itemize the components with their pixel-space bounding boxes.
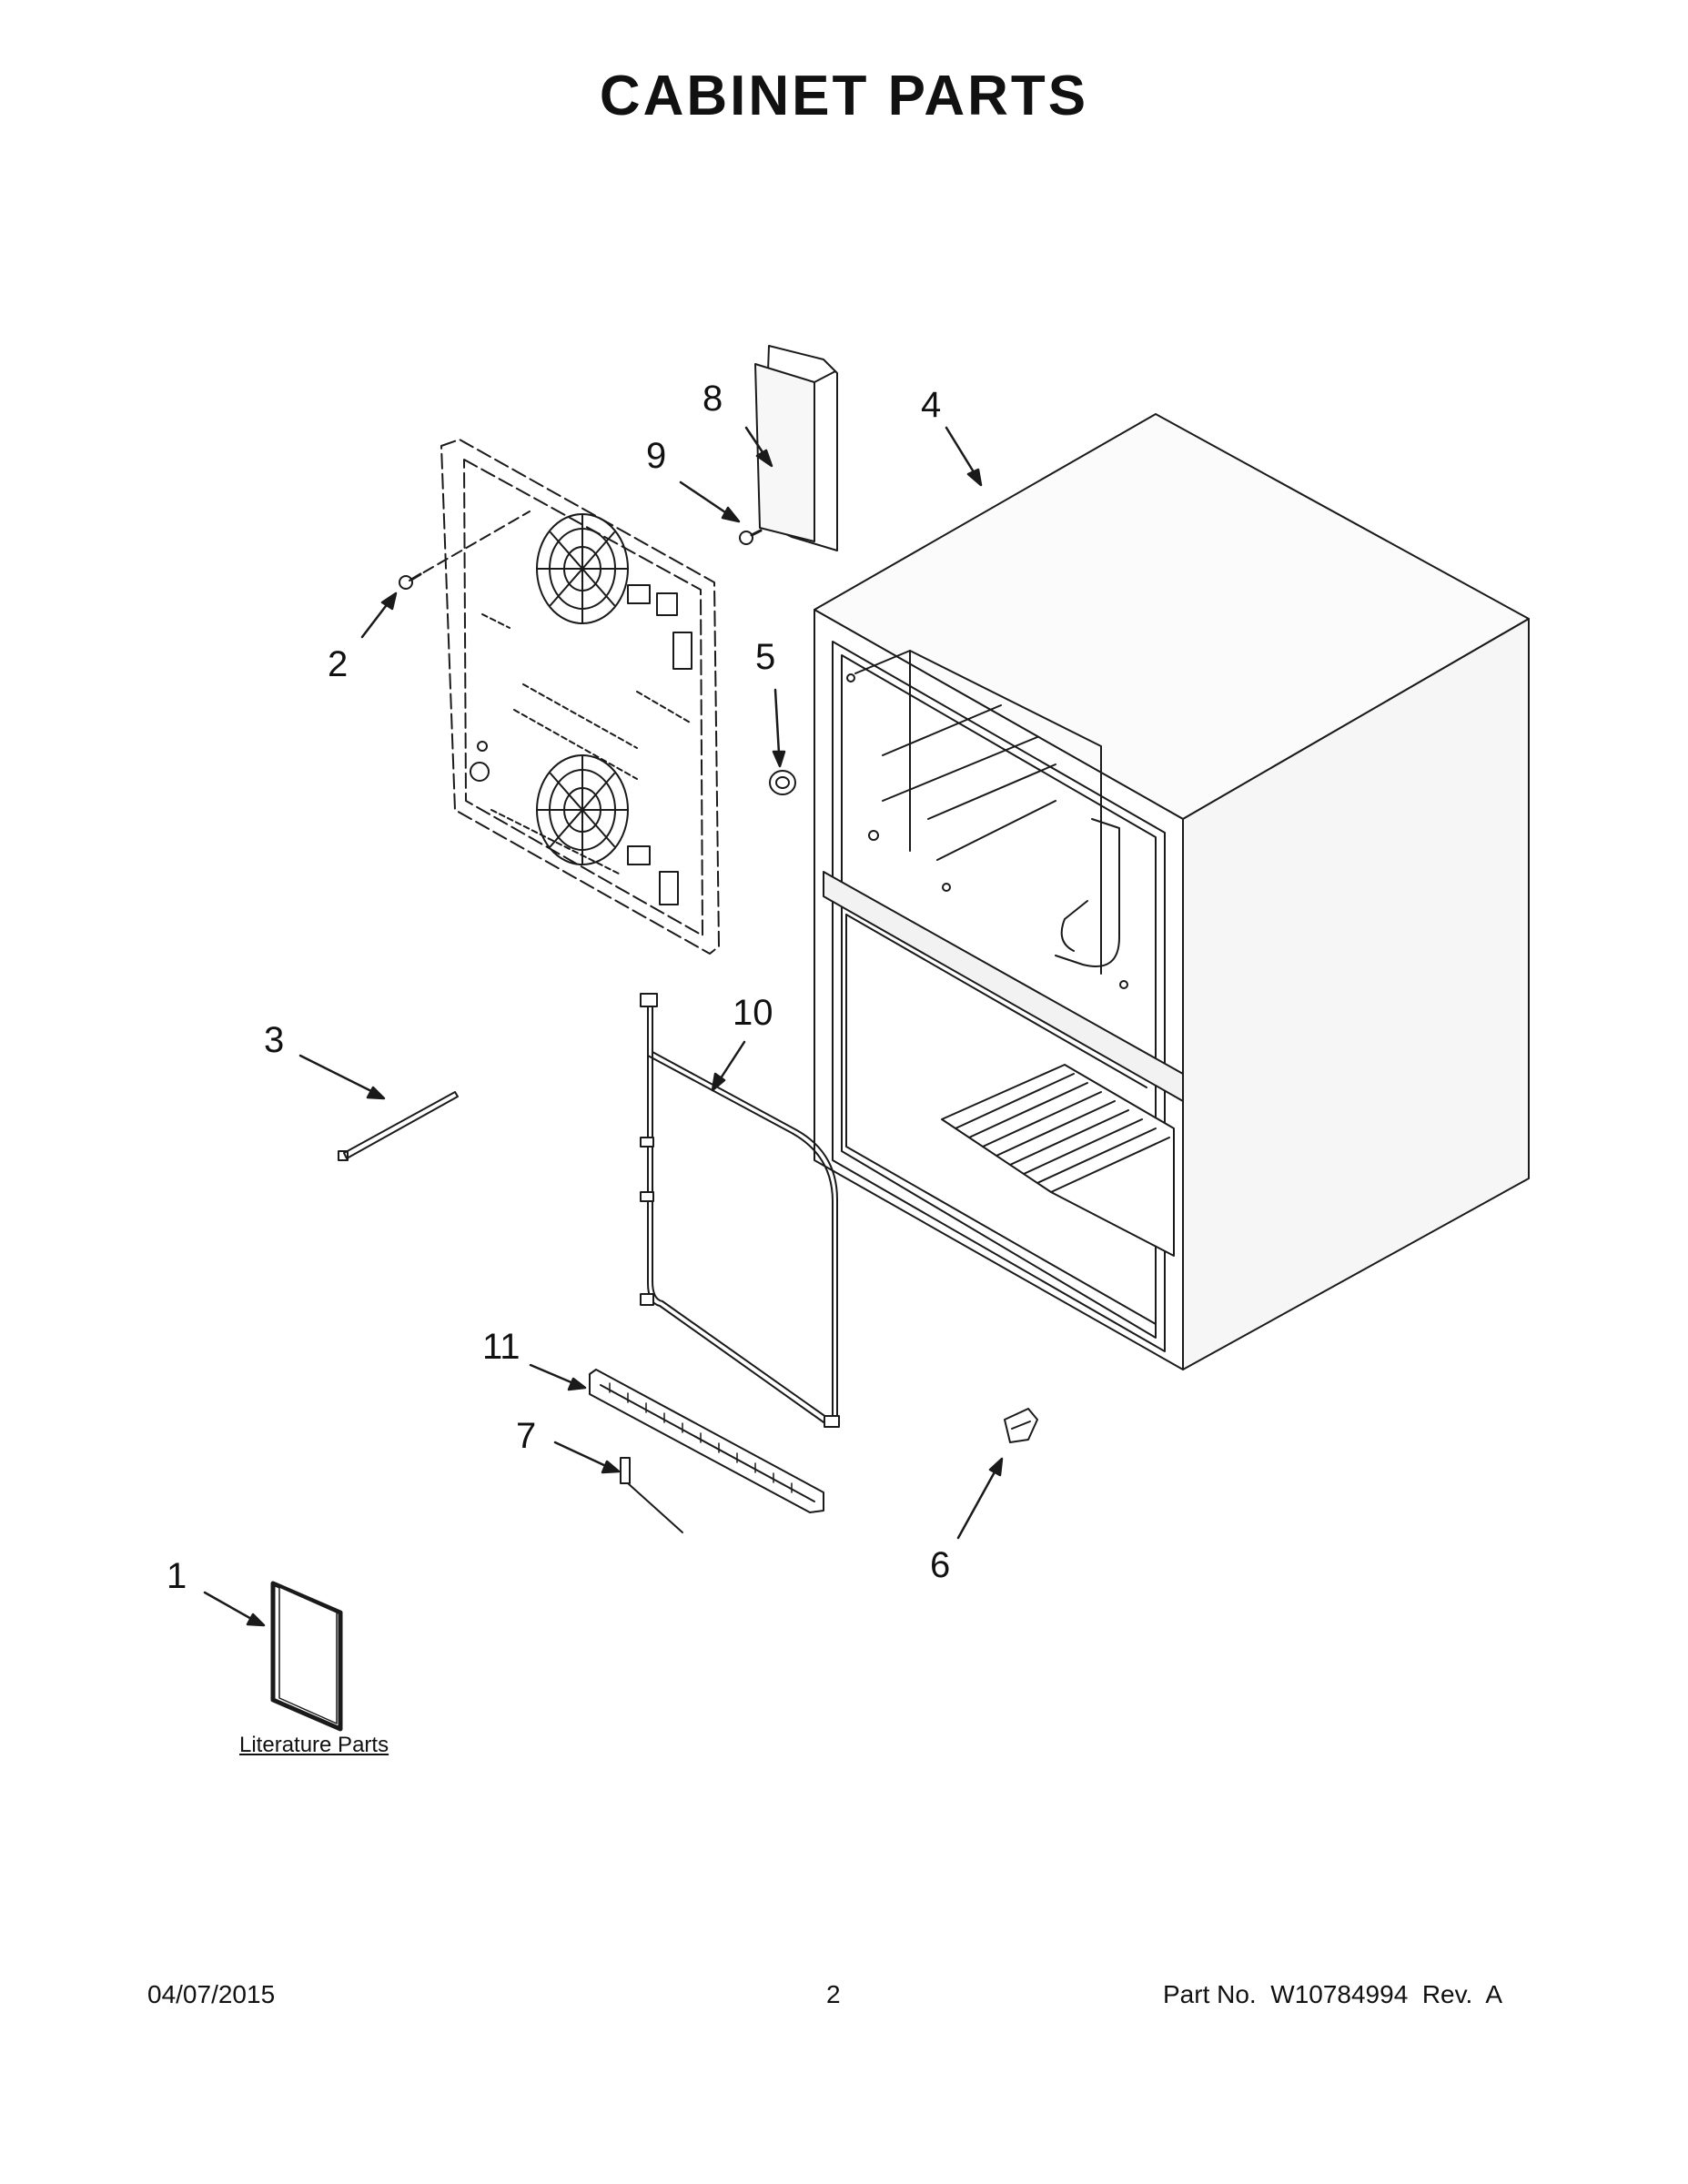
callout-3: 3 [264, 1020, 285, 1060]
callout-11: 11 [482, 1327, 521, 1367]
callout-7: 7 [516, 1416, 537, 1456]
callout-10: 10 [733, 993, 773, 1033]
rear-panel-illustration [440, 439, 720, 955]
callout-2: 2 [328, 644, 349, 684]
grille-part-11 [589, 1369, 824, 1513]
callout-5: 5 [755, 637, 776, 677]
upper-fan-illustration [536, 513, 629, 624]
callout-6: 6 [930, 1545, 951, 1585]
footer-date: 04/07/2015 [147, 1980, 276, 2008]
callout-8: 8 [702, 379, 723, 419]
cabinet-illustration [814, 413, 1530, 1370]
footer-part-number: Part No. W10784994 Rev. A [1163, 1980, 1503, 2008]
leader-lines [203, 426, 1004, 1627]
footer-page-number: 2 [826, 1980, 841, 2008]
lower-fan-illustration [536, 754, 629, 865]
clip-part-7 [620, 1457, 683, 1533]
screw-part-9 [739, 529, 763, 545]
clip-part-6 [1004, 1408, 1038, 1443]
callout-1: 1 [167, 1556, 187, 1596]
control-box-part-8 [754, 345, 838, 551]
callout-9: 9 [646, 436, 667, 476]
callout-4: 4 [921, 385, 942, 425]
page-title: CABINET PARTS [599, 65, 1089, 127]
screw-part-2 [399, 511, 531, 590]
literature-parts-label: Literature Parts [239, 1733, 389, 1757]
cable-tie-part-3 [338, 1091, 459, 1161]
heater-loop-part-10 [640, 993, 840, 1428]
grommet-part-5 [769, 770, 796, 795]
literature-part-1 [270, 1581, 343, 1732]
